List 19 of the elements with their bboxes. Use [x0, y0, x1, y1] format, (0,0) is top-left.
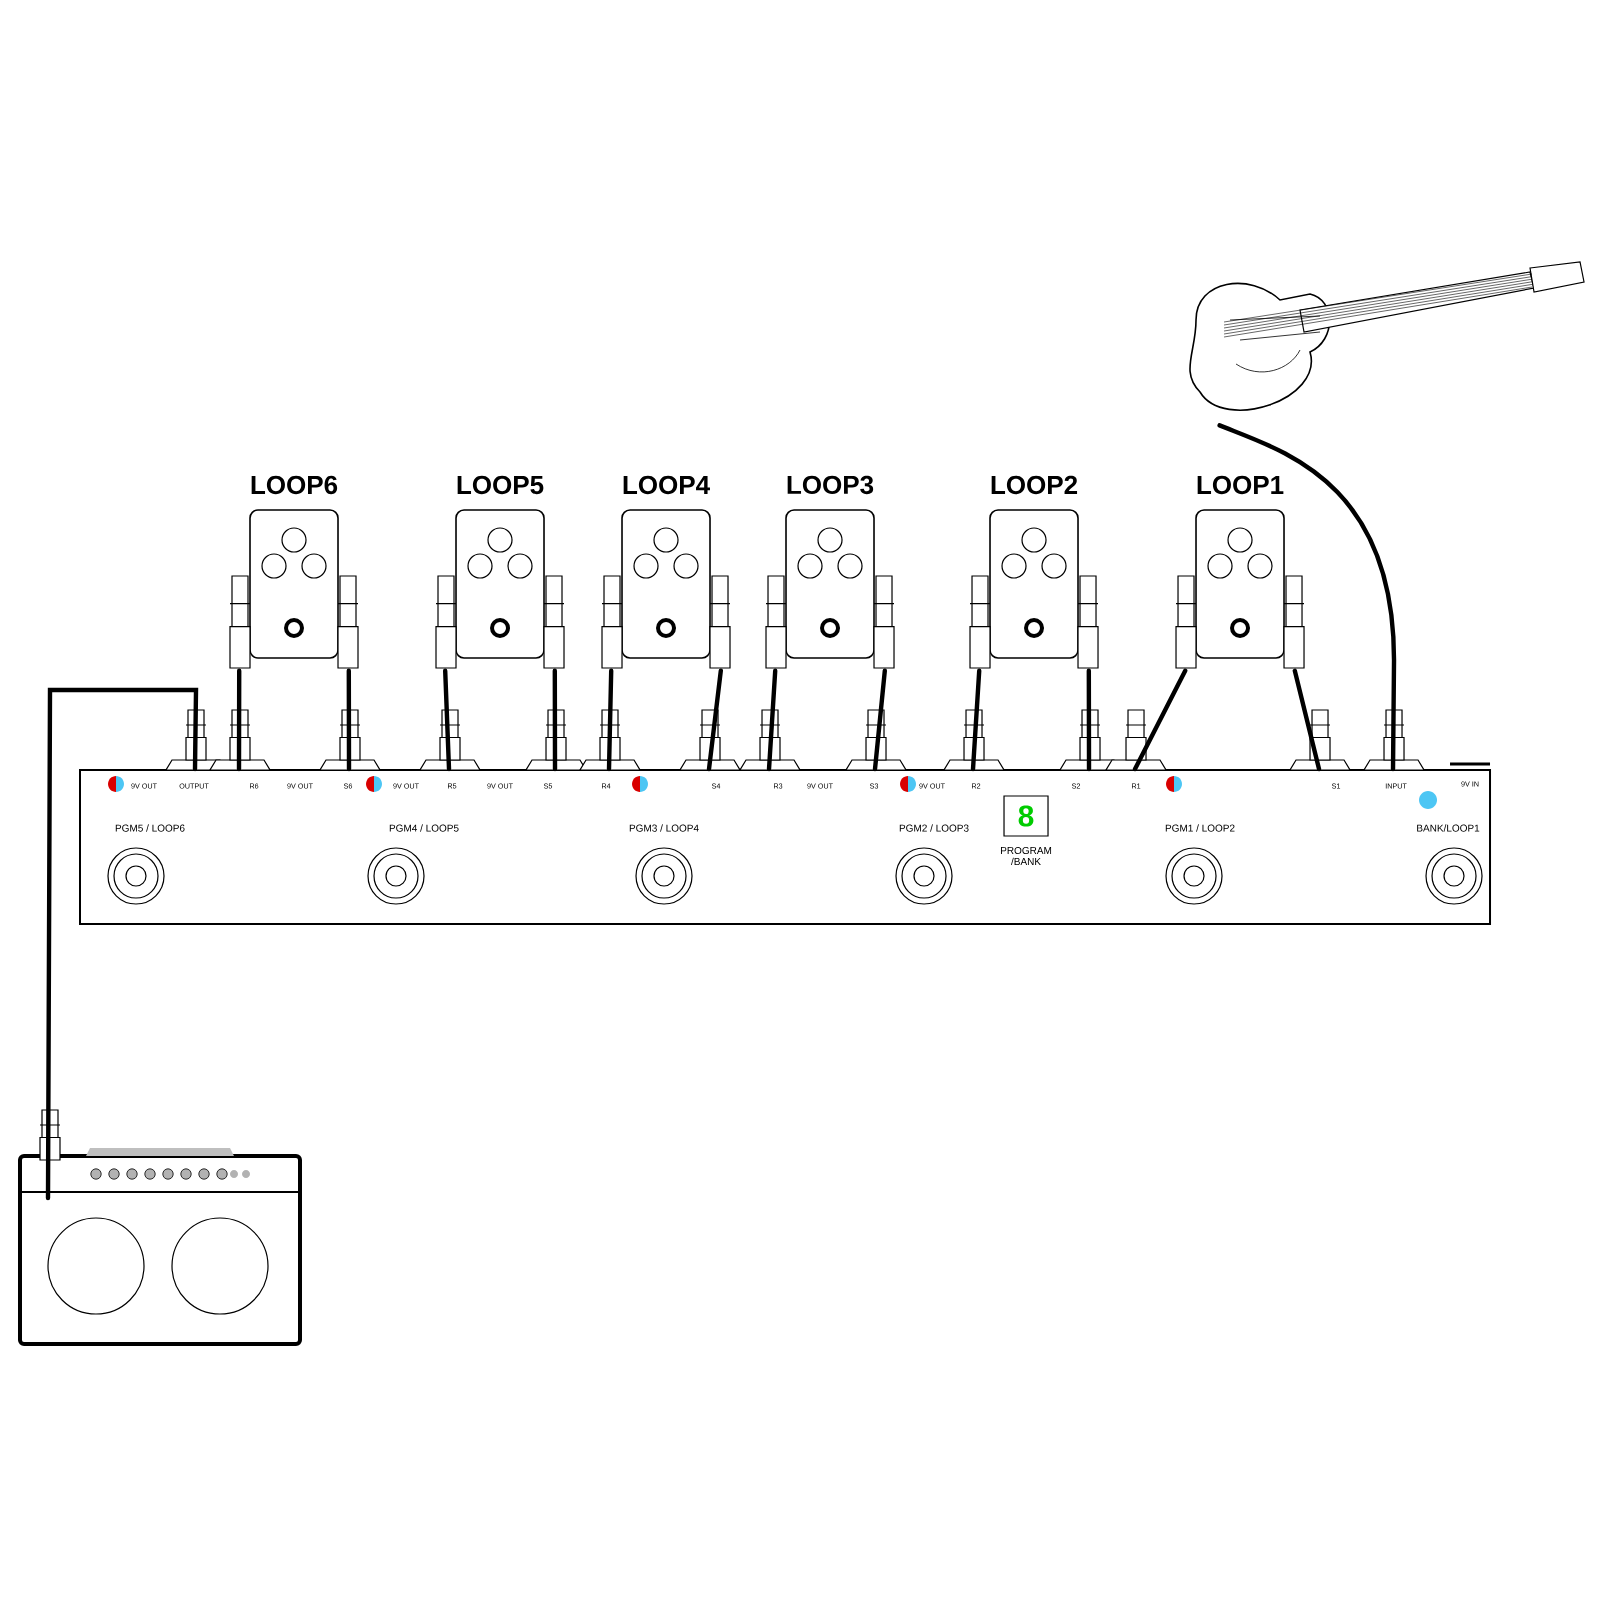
cable	[1292, 668, 1322, 772]
display-digit: 8	[1018, 805, 1034, 827]
cable	[970, 668, 982, 772]
cable	[1086, 668, 1092, 772]
cable	[766, 668, 778, 772]
pedal-box: LOOP6	[249, 475, 339, 659]
cable	[346, 668, 352, 772]
cable	[552, 668, 558, 772]
cable	[45, 687, 199, 1201]
amplifier-drawing	[18, 1148, 302, 1346]
pedal-box: LOOP2	[989, 475, 1079, 659]
pedal-box: LOOP4	[621, 475, 711, 659]
pedal-box: LOOP1	[1195, 475, 1285, 659]
pedal-box: LOOP3	[785, 475, 875, 659]
pedal-box: LOOP5	[455, 475, 545, 659]
cable	[236, 668, 242, 772]
guitar-drawing	[1189, 261, 1585, 411]
cable	[1217, 423, 1397, 772]
cable	[606, 668, 614, 772]
